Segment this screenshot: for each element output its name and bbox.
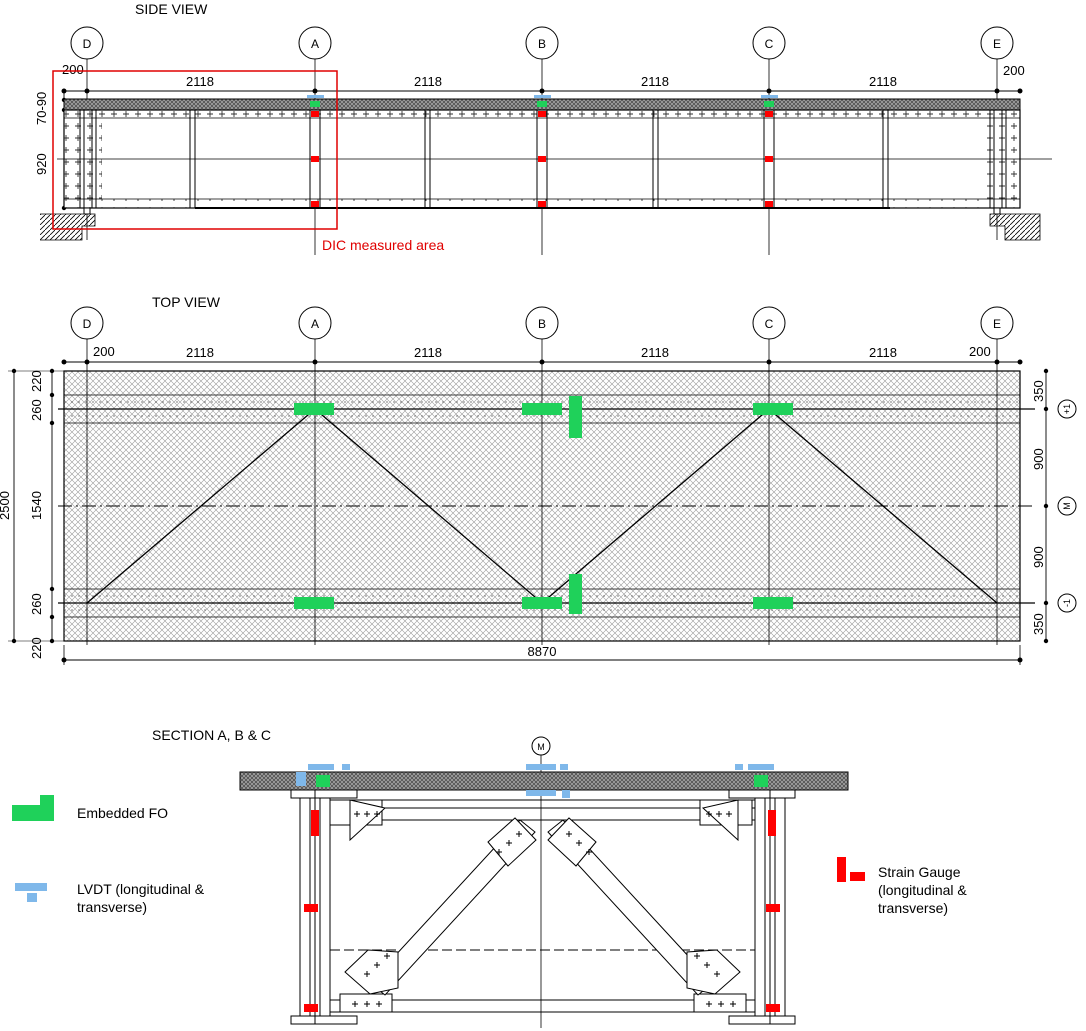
marker-plus-1: +1 bbox=[1062, 404, 1072, 414]
side-sensors bbox=[307, 95, 778, 207]
grid-bubble-a bbox=[298, 26, 332, 60]
grid-bubble-c bbox=[752, 26, 786, 60]
section-sensors bbox=[296, 764, 780, 1012]
grid-bubble-d bbox=[70, 26, 104, 60]
top-span-dim-4: 2118 bbox=[869, 345, 897, 360]
top-span-dim-2: 2118 bbox=[414, 345, 442, 360]
plan-bracing bbox=[86, 408, 998, 604]
top-left-dim-2: 260 bbox=[29, 399, 44, 421]
legend-lvdt: LVDT (longitudinal & transverse) bbox=[15, 881, 205, 915]
top-left-dim-4: 260 bbox=[29, 593, 44, 615]
strain-gauge-swatch bbox=[837, 857, 846, 882]
grid-label-d: D bbox=[83, 37, 92, 51]
side-grid-bubbles: D A B C E bbox=[70, 26, 1014, 60]
side-deck-thickness-dim: 70-90 bbox=[34, 92, 49, 125]
legend-fo-label: Embedded FO bbox=[77, 805, 168, 821]
legend-sg-line2: (longitudinal & bbox=[878, 882, 967, 898]
section-heading: SECTION A, B & C bbox=[152, 727, 271, 743]
section-diagonal-braces bbox=[344, 817, 741, 996]
side-view: SIDE VIEW D A B C E bbox=[34, 1, 1052, 255]
legend-strain-gauge: Strain Gauge (longitudinal & transverse) bbox=[837, 857, 967, 916]
top-grid-bubbles: D A B C E bbox=[70, 306, 1014, 340]
top-overall-width-dim: 2500 bbox=[0, 491, 12, 520]
section-view: SECTION A, B & C M bbox=[152, 727, 849, 1028]
grid-label-b: B bbox=[538, 37, 546, 51]
top-end-dim-left: 200 bbox=[93, 344, 115, 359]
top-end-dim-right: 200 bbox=[969, 344, 991, 359]
grid-bubble-e bbox=[980, 26, 1014, 60]
top-right-markers: +1 M -1 bbox=[1057, 399, 1077, 613]
side-end-dim-right: 200 bbox=[1003, 63, 1025, 78]
top-grid-label-c: C bbox=[765, 317, 774, 331]
grid-label-c: C bbox=[765, 37, 774, 51]
grid-label-e: E bbox=[993, 37, 1001, 51]
top-grid-label-b: B bbox=[538, 317, 546, 331]
top-right-dim-4: 350 bbox=[1031, 613, 1046, 635]
side-span-dim-2: 2118 bbox=[414, 74, 442, 89]
top-fo-sensors bbox=[294, 396, 793, 614]
dic-measured-area-label: DIC measured area bbox=[322, 237, 444, 253]
side-support-right bbox=[989, 207, 1041, 241]
top-view-heading: TOP VIEW bbox=[152, 294, 221, 310]
section-m-label: M bbox=[537, 742, 545, 752]
top-grid-label-d: D bbox=[83, 317, 92, 331]
top-view: TOP VIEW D A B C E 200 2118 2118 2118 21… bbox=[0, 294, 1077, 665]
side-span-dim-4: 2118 bbox=[869, 74, 897, 89]
side-view-heading: SIDE VIEW bbox=[135, 1, 208, 17]
legend-lvdt-line2: transverse) bbox=[77, 899, 147, 915]
top-grid-label-e: E bbox=[993, 317, 1001, 331]
top-span-dim-3: 2118 bbox=[641, 345, 669, 360]
top-left-dim-1: 220 bbox=[29, 370, 44, 392]
side-end-dim-left: 200 bbox=[62, 62, 84, 77]
grid-bubble-b bbox=[525, 26, 559, 60]
top-right-dim-3: 900 bbox=[1031, 546, 1046, 568]
top-right-dim-2: 900 bbox=[1031, 448, 1046, 470]
dic-measured-area-box bbox=[52, 70, 338, 230]
top-right-dim-1: 350 bbox=[1031, 380, 1046, 402]
top-grid-label-a: A bbox=[311, 317, 319, 331]
lvdt-swatch bbox=[15, 883, 47, 891]
side-girder-depth-dim: 920 bbox=[34, 153, 49, 175]
legend-embedded-fo: Embedded FO bbox=[12, 795, 168, 821]
marker-m: M bbox=[1062, 502, 1072, 510]
top-span-dim-1: 2118 bbox=[186, 345, 214, 360]
top-left-dim-5: 220 bbox=[29, 637, 44, 659]
side-span-dim-1: 2118 bbox=[186, 74, 214, 89]
fo-swatch bbox=[12, 805, 54, 821]
marker-minus-1: -1 bbox=[1062, 599, 1072, 607]
top-total-length-dim: 8870 bbox=[528, 644, 557, 659]
legend-lvdt-line1: LVDT (longitudinal & bbox=[77, 881, 205, 897]
side-span-dim-3: 2118 bbox=[641, 74, 669, 89]
legend-sg-line1: Strain Gauge bbox=[878, 864, 961, 880]
legend-sg-line3: transverse) bbox=[878, 900, 948, 916]
top-left-dim-3: 1540 bbox=[29, 491, 44, 520]
grid-label-a: A bbox=[311, 37, 319, 51]
